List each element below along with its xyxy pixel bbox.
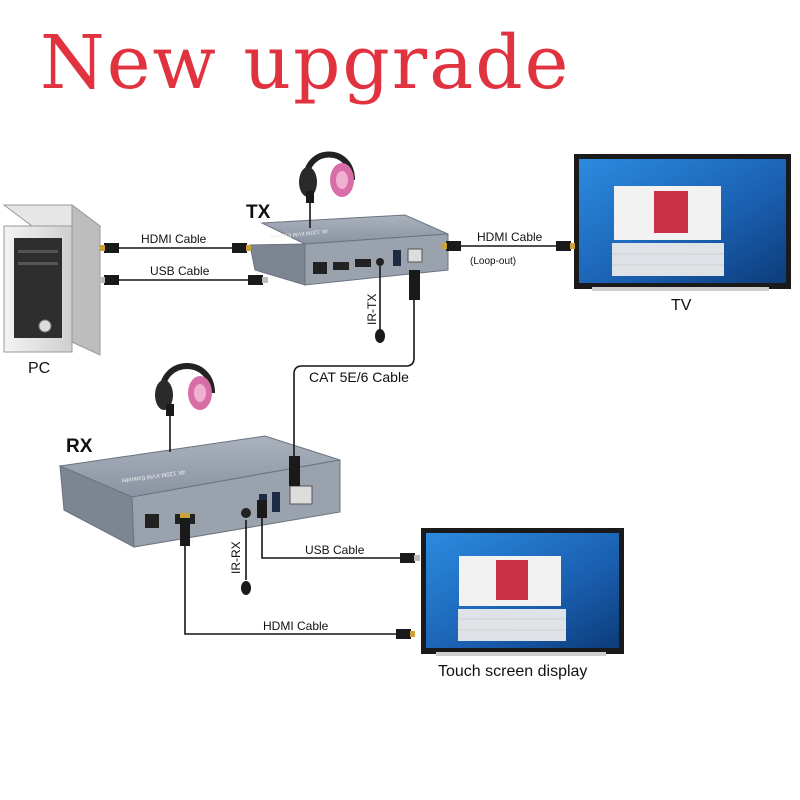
pc-tower (2, 204, 102, 356)
rx-label: RX (66, 436, 93, 457)
loop-out-label: (Loop-out) (470, 256, 516, 267)
usb-cable-label-touch: USB Cable (305, 543, 365, 557)
cable-connectors (99, 191, 575, 639)
hdmi-cable-label-tv: HDMI Cable (477, 230, 543, 244)
touch-screen-display (421, 528, 624, 656)
ir-tx-label: IR-TX (365, 294, 379, 325)
touch-screen-label: Touch screen display (438, 663, 587, 680)
headphones-icon (155, 363, 215, 410)
cable-lines (118, 196, 556, 635)
ir-rx-label: IR-RX (229, 541, 243, 574)
hdmi-cable-label-touch: HDMI Cable (263, 619, 329, 633)
pc-label: PC (28, 360, 50, 377)
rx-extender-box: 4K 120M KVM Extender (58, 435, 341, 548)
tx-label: TX (246, 202, 271, 223)
cat-cable-label: CAT 5E/6 Cable (309, 369, 409, 385)
tv-label: TV (671, 297, 692, 314)
usb-cable-label-pc: USB Cable (150, 264, 210, 278)
headline: New upgrade (40, 20, 571, 106)
hdmi-cable-label-pc: HDMI Cable (141, 232, 207, 246)
headphones-icon (299, 151, 355, 197)
tv-display (574, 154, 791, 291)
